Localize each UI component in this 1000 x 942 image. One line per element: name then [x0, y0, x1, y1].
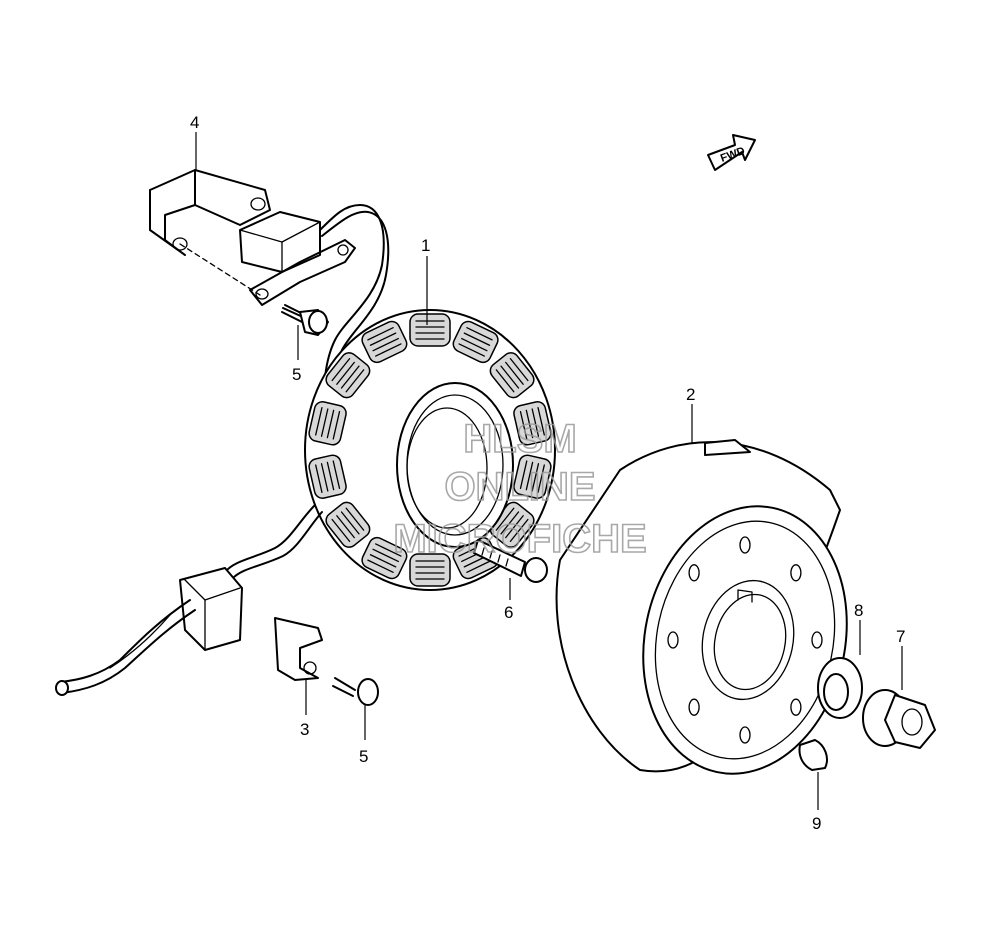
callout-5b: 5 [359, 747, 368, 766]
watermark-line-2: ONLINE [444, 465, 595, 509]
callout-4: 4 [190, 113, 199, 132]
stator-coil [513, 454, 552, 499]
rotor-hole [790, 698, 802, 716]
callout-5a: 5 [292, 365, 301, 384]
callout-8: 8 [854, 601, 863, 620]
watermark-line-3: MICROFICHE [393, 517, 646, 561]
stator-coil [489, 352, 535, 399]
rotor-hole [667, 631, 679, 649]
wiring-harness [55, 504, 323, 696]
callout-3: 3 [300, 720, 309, 739]
stator [304, 309, 556, 591]
callout-1: 1 [421, 236, 430, 255]
woodruff-key [798, 739, 828, 771]
flange-nut [862, 689, 936, 749]
stator-coil [409, 313, 451, 347]
callout-6: 6 [504, 603, 513, 622]
screw-top [281, 304, 329, 336]
screw-lower [332, 677, 379, 706]
stator-coil [361, 536, 408, 580]
stator-coil [308, 401, 347, 446]
rotor-hole [688, 698, 700, 716]
rotor-hole [739, 726, 751, 744]
pickup-bracket [149, 169, 390, 426]
callouts: 4 1 5 2 6 8 7 3 5 9 [190, 113, 905, 833]
stator-coil [513, 401, 552, 446]
fwd-arrow-label: FWD [719, 145, 747, 165]
callout-9: 9 [812, 814, 821, 833]
rotor-hole [811, 631, 823, 649]
small-bracket [274, 617, 323, 681]
callout-7: 7 [896, 627, 905, 646]
rotor-hole [790, 564, 802, 582]
rotor-hole [739, 536, 751, 554]
stator-coil [452, 320, 499, 364]
stator-bolt [473, 539, 548, 583]
forward-arrow: FWD [707, 134, 756, 171]
stator-coil [325, 501, 371, 548]
stator-coil [308, 454, 347, 499]
stator-coil [409, 553, 451, 587]
watermark-line-1: HLSM [463, 417, 576, 461]
rotor-hole [688, 564, 700, 582]
watermark: HLSM ONLINE MICROFICHE [393, 416, 648, 562]
stator-coil [325, 352, 371, 399]
stator-coil [361, 320, 408, 364]
callout-2: 2 [686, 385, 695, 404]
flywheel-rotor [555, 439, 848, 775]
washer [817, 657, 863, 719]
